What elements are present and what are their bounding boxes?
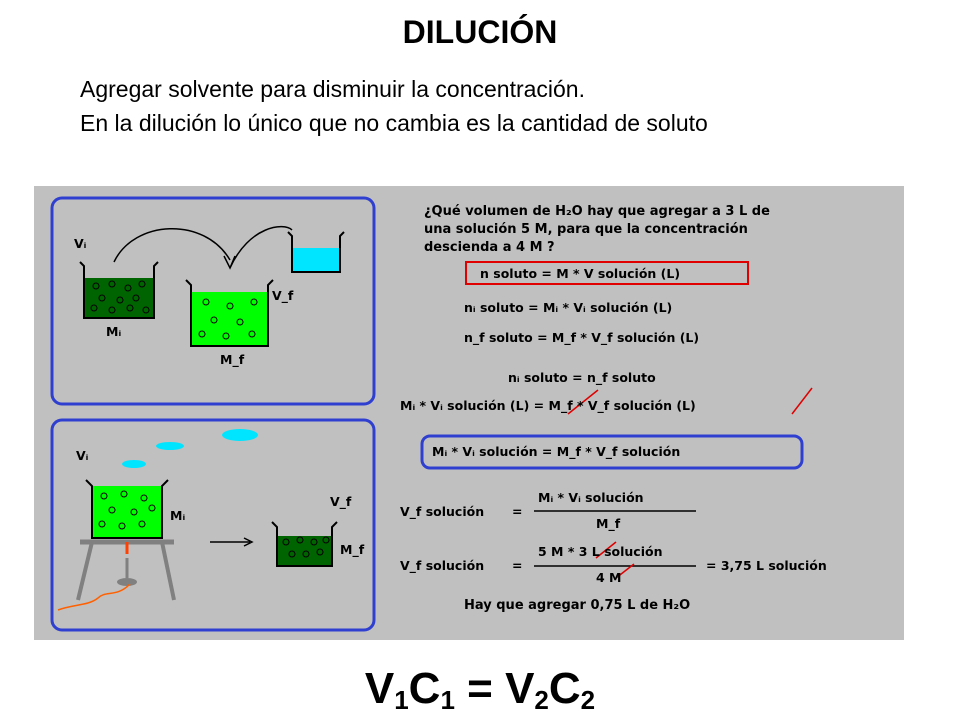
question-line-2: una solución 5 M, para que la concentrac… bbox=[424, 222, 748, 237]
gas-hose bbox=[57, 583, 131, 611]
dilution-diagram: Vᵢ Mᵢ V_f M_f Vᵢ Mᵢ V_f M_f ¿Qué volumen… bbox=[34, 186, 904, 640]
answer: Hay que agregar 0,75 L de H₂O bbox=[464, 598, 691, 613]
diagram-graphics bbox=[50, 196, 813, 632]
intro-line-2: En la dilución lo único que no cambia es… bbox=[80, 110, 708, 136]
water bbox=[293, 248, 339, 271]
intro-text: Agregar solvente para disminuir la conce… bbox=[80, 72, 840, 140]
question-line-1: ¿Qué volumen de H₂O hay que agregar a 3 … bbox=[424, 204, 770, 219]
equals-2: = bbox=[512, 558, 523, 573]
label-vf-top: V_f bbox=[272, 288, 294, 303]
formula-equality: Mᵢ * Vᵢ solución = M_f * V_f solución bbox=[432, 444, 681, 459]
vapor-3 bbox=[122, 460, 146, 468]
equality-box bbox=[420, 434, 804, 470]
formula-equal-moles: nᵢ soluto = n_f soluto bbox=[508, 370, 656, 385]
beaker-water bbox=[287, 231, 345, 273]
equals-1: = bbox=[512, 504, 523, 519]
intro-line-1: Agregar solvente para disminuir la conce… bbox=[80, 76, 585, 102]
label-mf-bottom: M_f bbox=[340, 542, 365, 557]
beaker-initial bbox=[79, 261, 159, 319]
question-line-3: descienda a 4 M ? bbox=[424, 240, 555, 255]
formula-n-soluto: n soluto = M * V solución (L) bbox=[480, 266, 681, 281]
dilution-formula: V1C1 = V2C2 bbox=[364, 664, 596, 715]
label-vi-bottom: Vᵢ bbox=[76, 448, 89, 463]
formula-box bbox=[465, 261, 749, 285]
bottom-frame bbox=[50, 418, 376, 632]
fraction-2-denominator: 4 M bbox=[596, 570, 622, 585]
vapor-2 bbox=[156, 442, 184, 450]
vapor-1 bbox=[222, 429, 258, 441]
fraction-2-numerator: 5 M * 3 L solución bbox=[538, 544, 663, 559]
top-frame bbox=[50, 196, 376, 406]
label-vf-bottom: V_f bbox=[330, 494, 352, 509]
formula-cross: Mᵢ * Vᵢ solución (L) = M_f * V_f solució… bbox=[400, 398, 696, 413]
label-mi-top: Mᵢ bbox=[106, 324, 122, 339]
formula-nf: n_f soluto = M_f * V_f solución (L) bbox=[464, 330, 700, 345]
pour-arrow bbox=[113, 228, 231, 263]
label-vi-top: Vᵢ bbox=[74, 236, 87, 251]
label-mf-top: M_f bbox=[220, 352, 245, 367]
result: = 3,75 L solución bbox=[706, 558, 827, 573]
pour-arrow-2 bbox=[229, 225, 293, 269]
beaker-final bbox=[185, 279, 274, 347]
formula-ni: nᵢ soluto = Mᵢ * Vᵢ solución (L) bbox=[464, 300, 673, 315]
beaker-concentrated bbox=[271, 521, 338, 567]
page-title: DILUCIÓN bbox=[402, 14, 558, 50]
fraction-1-denominator: M_f bbox=[596, 516, 621, 531]
vf-label-1: V_f solución bbox=[400, 504, 485, 519]
fraction-1-numerator: Mᵢ * Vᵢ solución bbox=[538, 490, 644, 505]
beaker-heated bbox=[85, 479, 169, 539]
vf-label-2: V_f solución bbox=[400, 558, 485, 573]
label-mi-bottom: Mᵢ bbox=[170, 508, 186, 523]
